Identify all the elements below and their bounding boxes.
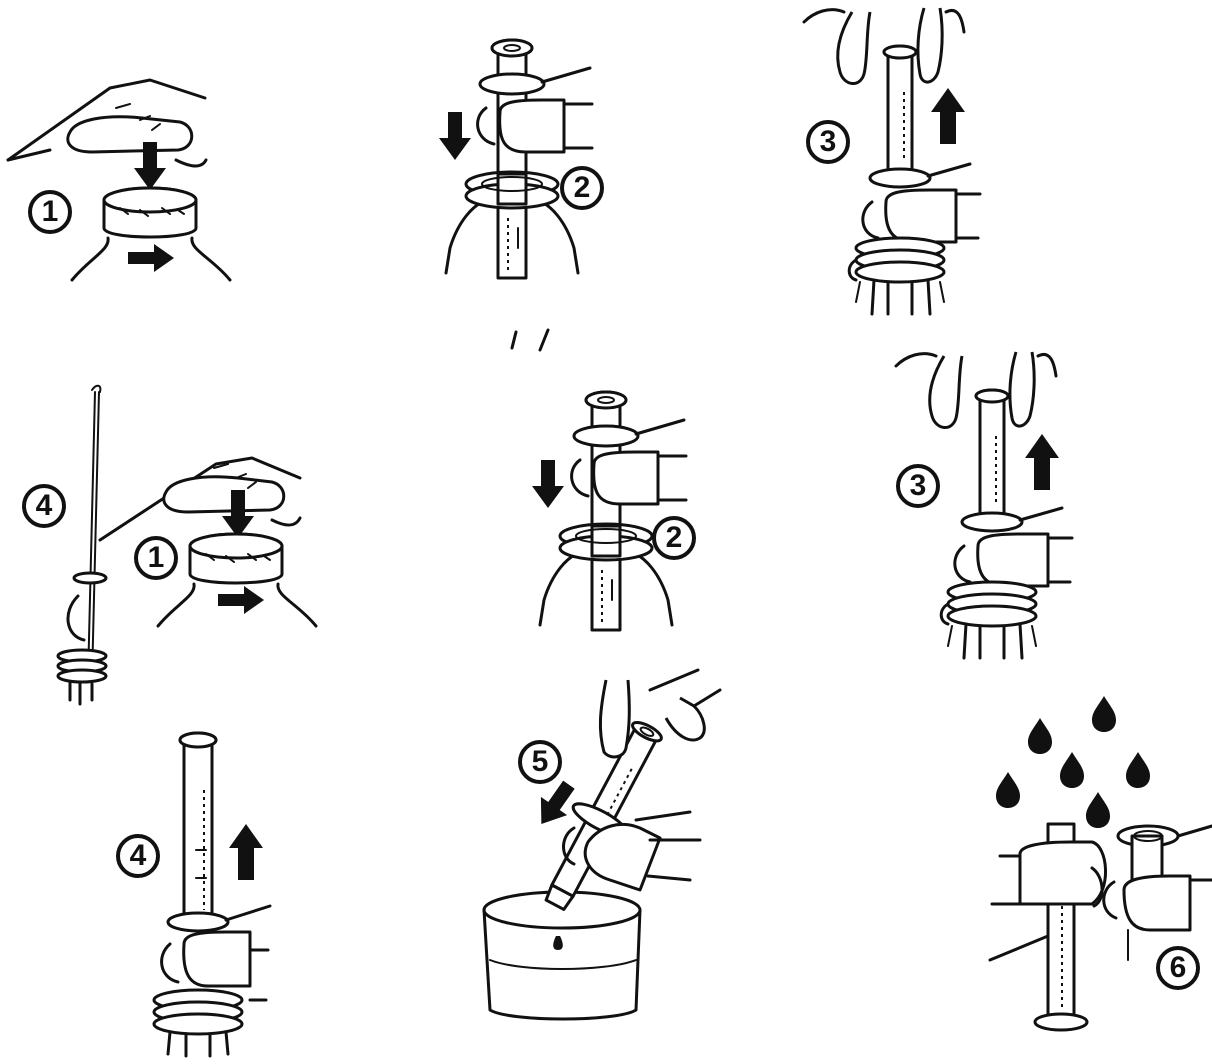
panel-step-5 [482,668,722,1021]
panel-step-1 [6,78,232,282]
finger [162,475,286,514]
step-badge-2: 2 [560,166,604,210]
drop-icon [1092,696,1116,732]
panel-step-4-1 [56,384,318,706]
hand-outline [98,456,302,542]
vial-cap [70,186,232,282]
step-badge-4: 4 [116,834,160,878]
panel-step-2b [532,390,688,632]
vial-cap [156,532,318,628]
panel-step-2 [439,38,594,280]
step-badge-6: 6 [1156,946,1200,990]
drop-icon [1060,752,1084,788]
step-badge-3-row2: 3 [896,464,940,508]
step-badge-3: 3 [806,120,850,164]
drop-icon [1086,792,1110,828]
thumb [182,930,252,988]
arrow-up-icon [1025,434,1059,490]
plunger-rod [87,391,96,681]
thumb [1122,874,1192,932]
arrow-up-icon [931,88,965,144]
drop-icon [996,772,1020,808]
finger [66,115,194,154]
hand-outline [6,78,207,162]
panel-step-6 [988,696,1212,1032]
step-badge-1: 1 [28,190,72,234]
finger [598,679,631,759]
arrow-down-icon [532,460,564,508]
drop-icon [553,936,563,950]
step-badge-5: 5 [518,740,562,784]
arrow-right-icon [128,244,174,272]
finger [664,696,706,742]
arrow-right-icon [218,586,264,614]
syringe-barrel [182,738,214,922]
thumb [1018,840,1107,906]
panel-step-4 [152,731,272,1058]
arrow-down-icon [439,112,471,160]
syringe [444,38,594,280]
syringe [538,390,688,632]
step-badge-2-row2: 2 [652,516,696,560]
drop-icon [1028,718,1052,754]
drop-icon [1126,752,1150,788]
thumb [583,823,662,892]
stray-marks [510,328,550,352]
step-badge-4-left: 4 [22,484,66,528]
arrow-up-icon [229,824,263,880]
step-badge-1-row2: 1 [134,536,178,580]
